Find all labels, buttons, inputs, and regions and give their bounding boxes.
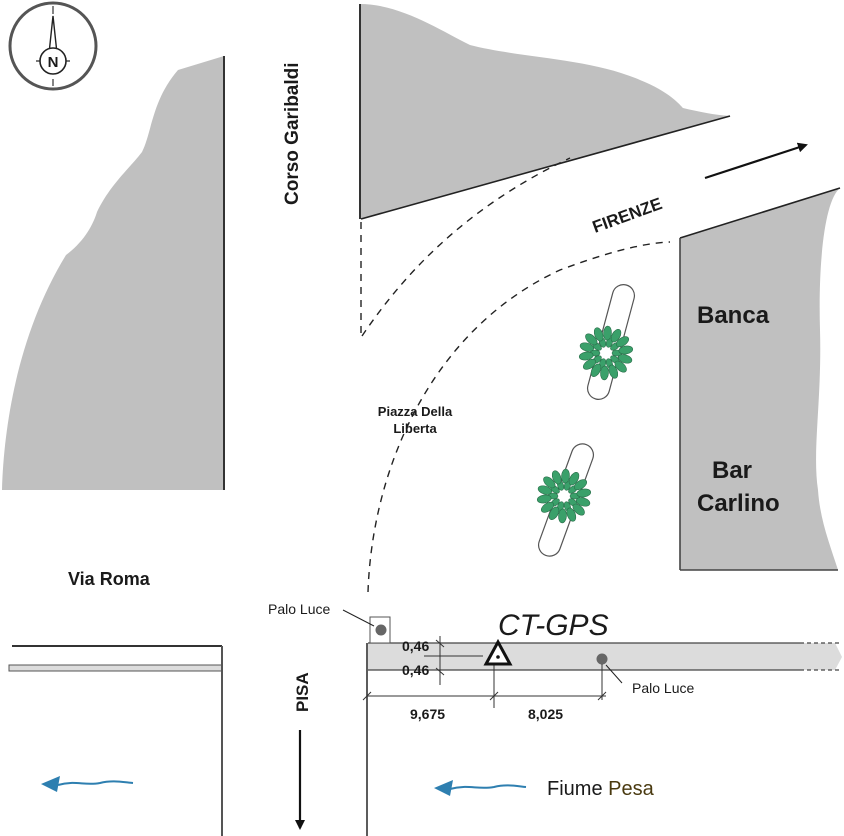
tree-leaf xyxy=(615,336,630,348)
building-right xyxy=(680,188,840,570)
building-left xyxy=(2,56,224,490)
distance-left-label: 9,675 xyxy=(410,706,445,722)
river-label: Fiume Pesa xyxy=(547,778,655,800)
compass-icon: N xyxy=(8,1,98,91)
direction-label-firenze: FIRENZE xyxy=(590,194,665,237)
light-pole-right-icon xyxy=(596,653,608,665)
tree-leaf xyxy=(582,358,597,370)
river-label-prefix: Fiume xyxy=(547,778,603,800)
building-label-bar: Bar xyxy=(712,457,752,484)
river-flow-arrow-left-icon xyxy=(41,776,134,792)
dimension-lines xyxy=(362,636,607,708)
tree-leaf xyxy=(543,476,556,489)
tree-leaf xyxy=(573,479,588,491)
tree-leaf xyxy=(610,329,622,343)
light-pole-left-label: Palo Luce xyxy=(268,601,330,617)
tree-icon xyxy=(536,468,592,524)
tree-leaf xyxy=(603,325,612,341)
tree-leaf xyxy=(618,354,633,364)
tree-leaf xyxy=(618,345,634,355)
tree-leaf xyxy=(566,507,577,522)
tree-leaf xyxy=(568,472,580,486)
street-label-via-roma: Via Roma xyxy=(68,569,151,589)
light-pole-left-icon xyxy=(375,624,387,636)
building-label-carlino: Carlino xyxy=(697,490,780,517)
tree-leaf xyxy=(558,508,567,524)
tree-icon xyxy=(578,325,634,381)
tree-leaf xyxy=(579,342,594,352)
offset-bottom-label: 0,46 xyxy=(402,662,429,678)
tree-leaf xyxy=(600,365,609,381)
building-label-banca: Banca xyxy=(697,302,770,329)
tree-leaf xyxy=(536,494,552,504)
river-label-name: Pesa xyxy=(608,778,654,800)
tree-leaf xyxy=(561,468,570,484)
offset-top-label: 0,46 xyxy=(402,638,429,654)
compass-north-label: N xyxy=(48,54,59,71)
tree-leaf xyxy=(540,501,555,513)
tree-leaf xyxy=(572,503,585,516)
firenze-arrow-icon xyxy=(704,142,808,180)
tree-leaf xyxy=(576,488,592,498)
tree-leaf xyxy=(614,360,627,373)
square-label-line1: Piazza Della xyxy=(378,404,453,419)
light-pole-right-label: Palo Luce xyxy=(632,680,694,696)
river-flow-arrow-right-icon xyxy=(434,780,527,796)
square-label-line2: Liberta xyxy=(393,421,437,436)
distance-right-label: 8,025 xyxy=(528,706,563,722)
tree-leaf xyxy=(608,364,619,379)
tree-leaf xyxy=(590,363,602,377)
tree-leaf xyxy=(578,351,594,361)
gps-station-label: CT-GPS xyxy=(498,609,609,642)
direction-label-pisa: PISA xyxy=(293,672,312,712)
gps-station-icon xyxy=(483,638,513,666)
street-label-corso-garibaldi: Corso Garibaldi xyxy=(282,62,303,205)
tree-leaf xyxy=(537,485,552,495)
tree-leaf xyxy=(593,327,604,342)
tree-leaf xyxy=(551,470,562,485)
road-left xyxy=(8,664,223,672)
building-top xyxy=(360,4,730,219)
tree-leaf xyxy=(576,497,591,507)
dashed-curve-outer xyxy=(367,241,671,593)
tree-leaf xyxy=(585,333,598,346)
tree-leaf xyxy=(548,506,560,520)
dashed-curve-inner-arc xyxy=(361,157,571,337)
